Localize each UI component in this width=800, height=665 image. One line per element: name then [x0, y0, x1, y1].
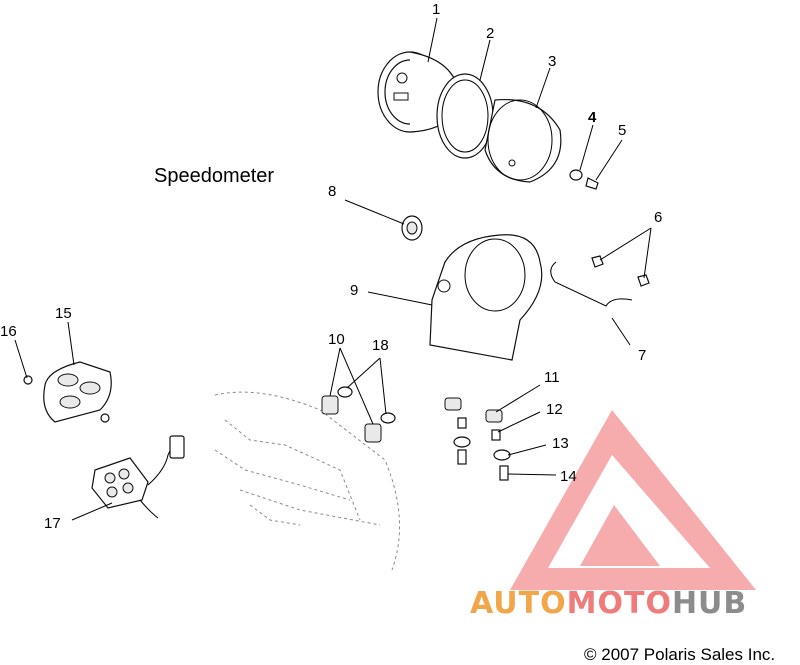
callout-7: 7: [638, 347, 646, 364]
wire-connector-part: [91, 435, 185, 519]
callout-2: 2: [486, 25, 494, 42]
callout-6: 6: [654, 209, 662, 226]
fastener-stack-part: [444, 397, 511, 481]
callout-4: 4: [588, 109, 597, 126]
gasket-ring-part: [436, 73, 494, 159]
callout-13: 13: [552, 435, 569, 452]
screw-part: [23, 375, 33, 385]
callout-14: 14: [560, 468, 577, 485]
screw-part: [585, 177, 599, 190]
callout-3: 3: [548, 53, 556, 70]
callout-10: 10: [328, 331, 345, 348]
callout-12: 12: [546, 401, 563, 418]
vehicle-frame-sketch: [214, 391, 400, 571]
washer-part: [569, 169, 583, 181]
callout-8: 8: [328, 183, 336, 200]
callout-16: 16: [0, 323, 17, 340]
screw-part: [100, 413, 110, 423]
housing-cup-part: [484, 98, 562, 183]
callout-1: 1: [432, 1, 440, 18]
callout-18: 18: [372, 337, 389, 354]
watermark-text: AUTOMOTOHUB: [470, 586, 747, 621]
speedometer-gauge-part: [377, 51, 461, 133]
nut-part: [637, 274, 650, 287]
leader-lines: [14, 17, 652, 521]
switch-plate-part: [43, 361, 112, 423]
watermark-moto: MOTO: [567, 586, 672, 621]
callout-17: 17: [44, 515, 61, 532]
callout-5: 5: [618, 122, 626, 139]
rubber-mount-part: [321, 386, 396, 443]
watermark-hub: HUB: [672, 586, 747, 621]
wire-clip-part: [550, 261, 633, 307]
callout-9: 9: [350, 282, 358, 299]
mounting-bracket-part: [429, 234, 543, 361]
watermark-auto: AUTO: [470, 586, 567, 621]
diagram-heading: Speedometer: [154, 165, 274, 187]
nut-part: [591, 255, 604, 268]
callout-11: 11: [544, 369, 560, 386]
grommet-part: [401, 215, 423, 241]
copyright-text: © 2007 Polaris Sales Inc.: [584, 645, 775, 664]
callout-15: 15: [55, 305, 72, 322]
watermark-logo-icon: [510, 410, 756, 590]
